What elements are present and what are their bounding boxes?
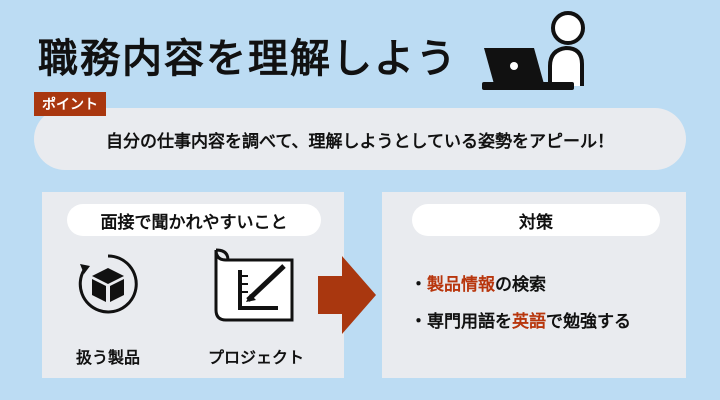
interview-questions-header: 面接で聞かれやすいこと — [67, 204, 321, 236]
countermeasures-panel: 対策 ・製品情報の検索 ・専門用語を英語で勉強する — [382, 192, 686, 378]
highlight-product-info: 製品情報 — [427, 275, 495, 295]
page-title: 職務内容を理解しよう — [38, 36, 458, 82]
point-message: 自分の仕事内容を調べて、理解しようとしている姿勢をアピール！ — [34, 108, 686, 170]
countermeasures-header: 対策 — [412, 204, 660, 236]
package-icon — [78, 254, 138, 314]
blueprint-icon — [214, 248, 294, 322]
highlight-english: 英語 — [512, 312, 546, 332]
right-arrow-icon — [318, 256, 376, 334]
list-item: ・専門用語を英語で勉強する — [410, 312, 631, 332]
person-at-laptop-icon — [482, 11, 585, 90]
list-item: ・製品情報の検索 — [410, 275, 546, 295]
item-label-products: 扱う製品 — [75, 348, 140, 367]
point-badge: ポイント — [34, 92, 106, 116]
item-label-projects: プロジェクト — [207, 348, 304, 367]
countermeasures-list: ・製品情報の検索 ・専門用語を英語で勉強する — [410, 270, 631, 344]
interview-questions-panel: 面接で聞かれやすいこと 扱う製品 プロジェクト — [42, 192, 344, 378]
